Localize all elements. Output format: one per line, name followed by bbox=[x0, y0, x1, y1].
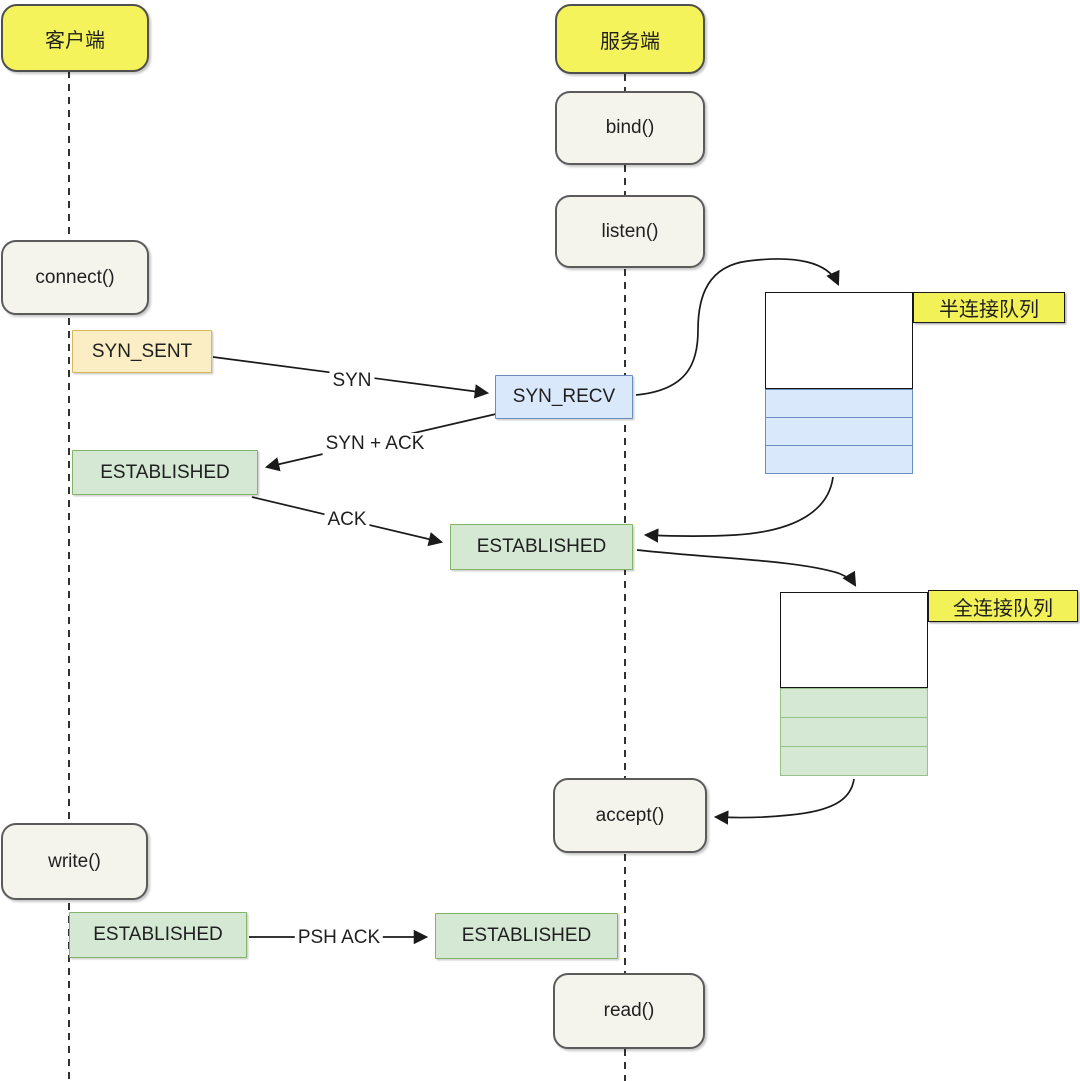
psh-ack-message-label: PSH ACK bbox=[294, 927, 384, 949]
queue-row bbox=[765, 445, 913, 474]
queue-row bbox=[765, 389, 913, 418]
established-to-full-queue-curve bbox=[636, 549, 857, 587]
read-call-box: read() bbox=[553, 973, 705, 1049]
client-established-state: ESTABLISHED bbox=[72, 450, 258, 495]
ack-message-label: ACK bbox=[324, 509, 370, 531]
syn-ack-message-label: SYN + ACK bbox=[322, 433, 428, 455]
client-established-state-data: ESTABLISHED bbox=[69, 912, 247, 958]
queue-row bbox=[780, 746, 928, 776]
full-connection-queue-box bbox=[780, 592, 928, 688]
full-connection-queue-entries bbox=[780, 688, 928, 776]
accept-call-box: accept() bbox=[553, 778, 707, 853]
full-queue-to-accept-curve bbox=[713, 778, 855, 825]
listen-call-box: listen() bbox=[555, 195, 705, 268]
server-actor-box: 服务端 bbox=[555, 4, 705, 74]
queue-row bbox=[780, 717, 928, 747]
bind-call-box: bind() bbox=[555, 91, 705, 165]
full-connection-queue-label: 全连接队列 bbox=[928, 590, 1078, 622]
write-call-box: write() bbox=[1, 823, 148, 900]
server-established-state-data: ESTABLISHED bbox=[435, 913, 618, 959]
queue-row bbox=[765, 417, 913, 446]
syn-message-label: SYN bbox=[329, 370, 375, 392]
half-connection-queue-entries bbox=[765, 389, 913, 474]
half-connection-queue-box bbox=[765, 292, 913, 389]
queue-row bbox=[780, 688, 928, 718]
client-syn-sent-state: SYN_SENT bbox=[72, 330, 212, 373]
server-established-state: ESTABLISHED bbox=[450, 524, 633, 570]
syn-recv-to-half-queue-curve bbox=[635, 258, 840, 396]
server-syn-recv-state: SYN_RECV bbox=[495, 375, 633, 419]
half-connection-queue-label: 半连接队列 bbox=[913, 292, 1065, 323]
half-queue-to-established-curve bbox=[643, 476, 834, 543]
client-actor-box: 客户端 bbox=[1, 4, 149, 72]
connect-call-box: connect() bbox=[1, 240, 149, 315]
